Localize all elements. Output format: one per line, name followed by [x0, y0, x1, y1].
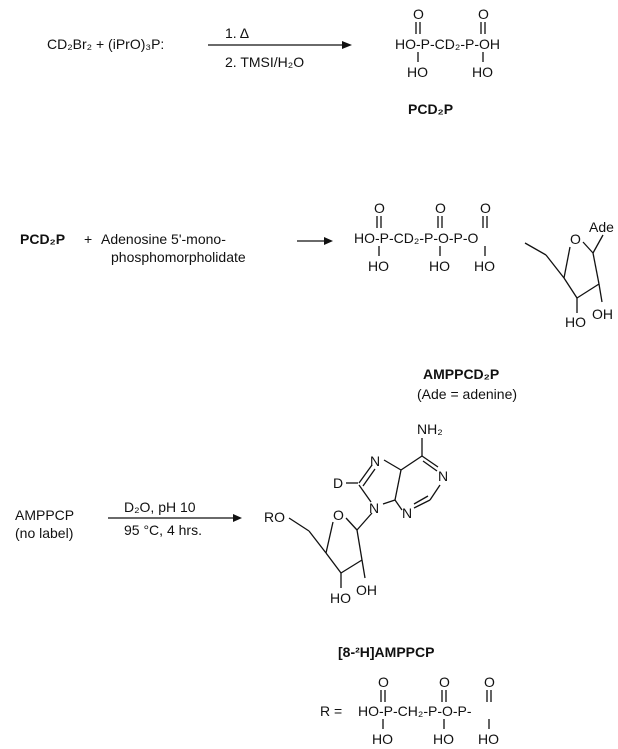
bond-o4-c1 [582, 241, 594, 254]
pcd2p-structure: O O HO-P-CD₂-P-OH HO HO [395, 6, 500, 80]
hydroxyl-label: HO [372, 731, 393, 747]
reaction-1-step-1: 1. Δ [225, 25, 249, 41]
hydroxyl-label: HO [429, 258, 450, 274]
ro-label: RO [264, 509, 285, 525]
bond-n7-c5 [383, 459, 402, 471]
bond-c1-c2 [592, 252, 600, 285]
deuterated-amppcp-structure: RO O HO OH N D N [264, 421, 448, 606]
bond-n3-c4 [394, 499, 403, 511]
r-group-definition: R = O O O HO-P-CH₂-P-O-P- HO HO HO [320, 674, 499, 747]
bond-c8-n7 [358, 464, 373, 484]
oxo-label: O [484, 674, 495, 690]
n7-atom: N [370, 453, 380, 469]
hydroxyl-label: HO [474, 258, 495, 274]
sugar-hydroxyl: OH [592, 306, 613, 322]
amppcd2p-structure: O O O HO-P-CD₂-P-O-P-O HO HO HO O Ade [354, 200, 614, 330]
bond-n1-c2 [429, 484, 441, 501]
bond-c4-c3 [563, 277, 578, 299]
hydroxyl-label: HO [472, 64, 493, 80]
reaction-1-reactants: CD₂Br₂ + (iPrO)₃P: [47, 36, 164, 52]
reaction-2-reactant: PCD₂P [20, 231, 65, 247]
bond-c2-n3-double [413, 495, 429, 505]
reaction-1-step-2: 2. TMSI/H₂O [225, 54, 304, 70]
bond-c4-o4 [563, 246, 571, 279]
pcd2p-name: PCD₂P [408, 101, 453, 117]
reaction-2: PCD₂P + Adenosine 5'-mono- phosphomorpho… [20, 200, 614, 402]
bond-c5-c4 [545, 254, 565, 279]
ring-oxygen: O [570, 231, 581, 247]
bond-c8-n7-double [362, 468, 376, 487]
ring-oxygen: O [333, 507, 344, 523]
bond-o-c5 [288, 517, 310, 532]
bond-c3-c2 [576, 283, 600, 299]
bond-c3-c2 [340, 559, 363, 574]
bond-c6-n1 [421, 455, 439, 468]
bond-c4-o4 [325, 521, 334, 554]
bond-c1-n9 [356, 512, 373, 531]
reagent-line-2: phosphomorpholidate [111, 249, 246, 265]
r-chain: HO-P-CH₂-P-O-P- [358, 703, 472, 719]
bond-c4-c3 [325, 552, 342, 574]
r-label: R = [320, 703, 342, 719]
reaction-3-reactant: AMPPCP [15, 507, 74, 523]
reaction-3: AMPPCP (no label) D₂O, pH 10 95 °C, 4 hr… [15, 421, 448, 660]
amppcd2p-name: AMPPCD₂P [423, 366, 499, 382]
bond-n9-c4 [382, 499, 396, 505]
sugar-hydroxyl: OH [356, 582, 377, 598]
reaction-2-plus: + [84, 231, 92, 247]
ade-note: (Ade = adenine) [417, 386, 517, 402]
nh2-label: NH₂ [417, 421, 443, 437]
n9-atom: N [369, 500, 379, 516]
base-label: Ade [589, 219, 614, 235]
bond-n9-c8 [358, 484, 372, 503]
bond-c5-c4 [394, 469, 402, 501]
sugar-hydroxyl: HO [330, 590, 351, 606]
bond-c1-c2 [356, 529, 363, 561]
condition-1: D₂O, pH 10 [124, 499, 196, 515]
bond-c2-oh [598, 283, 603, 303]
bond-o4-c1 [345, 517, 358, 531]
bond-c5-c4 [308, 530, 327, 554]
oxo-label: O [435, 200, 446, 216]
oxo-label: O [378, 674, 389, 690]
condition-2: 95 °C, 4 hrs. [124, 522, 202, 538]
oxo-label: O [374, 200, 385, 216]
oxo-label: O [480, 200, 491, 216]
hydroxyl-label: HO [368, 258, 389, 274]
oxo-label: O [439, 674, 450, 690]
hydroxyl-label: HO [433, 731, 454, 747]
deuterated-amppcp-name: [8-²H]AMPPCP [338, 644, 434, 660]
n3-atom: N [402, 505, 412, 521]
bond-c2-oh [361, 559, 366, 579]
reaction-2-arrowhead [324, 237, 333, 245]
hydroxyl-label: HO [407, 64, 428, 80]
reaction-1-arrowhead [342, 41, 352, 49]
reaction-1: CD₂Br₂ + (iPrO)₃P: 1. Δ 2. TMSI/H₂O O O … [47, 6, 500, 117]
bond-c2-n3 [413, 499, 431, 509]
oxo-label: O [478, 6, 489, 22]
bond-c1-base [592, 234, 604, 254]
pcd2p-chain: HO-P-CD₂-P-OH [395, 36, 500, 52]
n1-atom: N [438, 468, 448, 484]
bond-o-c5 [524, 242, 547, 256]
reaction-3-reactant-note: (no label) [15, 525, 73, 541]
bond-c5-c6 [400, 455, 423, 471]
oxo-label: O [413, 6, 424, 22]
deuterium-label: D [333, 475, 343, 491]
bond-c6-n1-double [422, 460, 438, 472]
reagent-line-1: Adenosine 5'-mono- [101, 231, 226, 247]
reaction-3-arrowhead [233, 514, 242, 522]
amppcd2p-chain: HO-P-CD₂-P-O-P-O [354, 230, 479, 246]
hydroxyl-label: HO [478, 731, 499, 747]
sugar-hydroxyl: HO [565, 314, 586, 330]
